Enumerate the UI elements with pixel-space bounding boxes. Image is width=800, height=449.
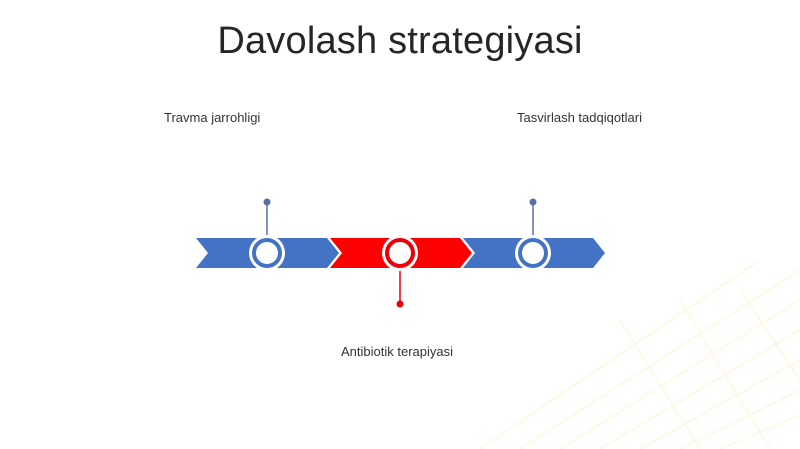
milestone-marker-2 — [382, 235, 418, 271]
milestone-label-trauma-surgery: Travma jarrohligi — [164, 110, 261, 125]
milestone-connector-dot-3 — [529, 198, 537, 206]
slide-title: Davolash strategiyasi — [217, 20, 583, 62]
milestone-connector-dot-2 — [396, 300, 404, 308]
milestone-connector-dot-1 — [263, 198, 271, 206]
milestone-label-imaging-studies: Tasvirlash tadqiqotlari — [517, 110, 643, 125]
milestone-label-antibiotic-therapy: Antibiotik terapiyasi — [341, 344, 453, 359]
milestone-marker-1 — [249, 235, 285, 271]
milestone-marker-3 — [515, 235, 551, 271]
